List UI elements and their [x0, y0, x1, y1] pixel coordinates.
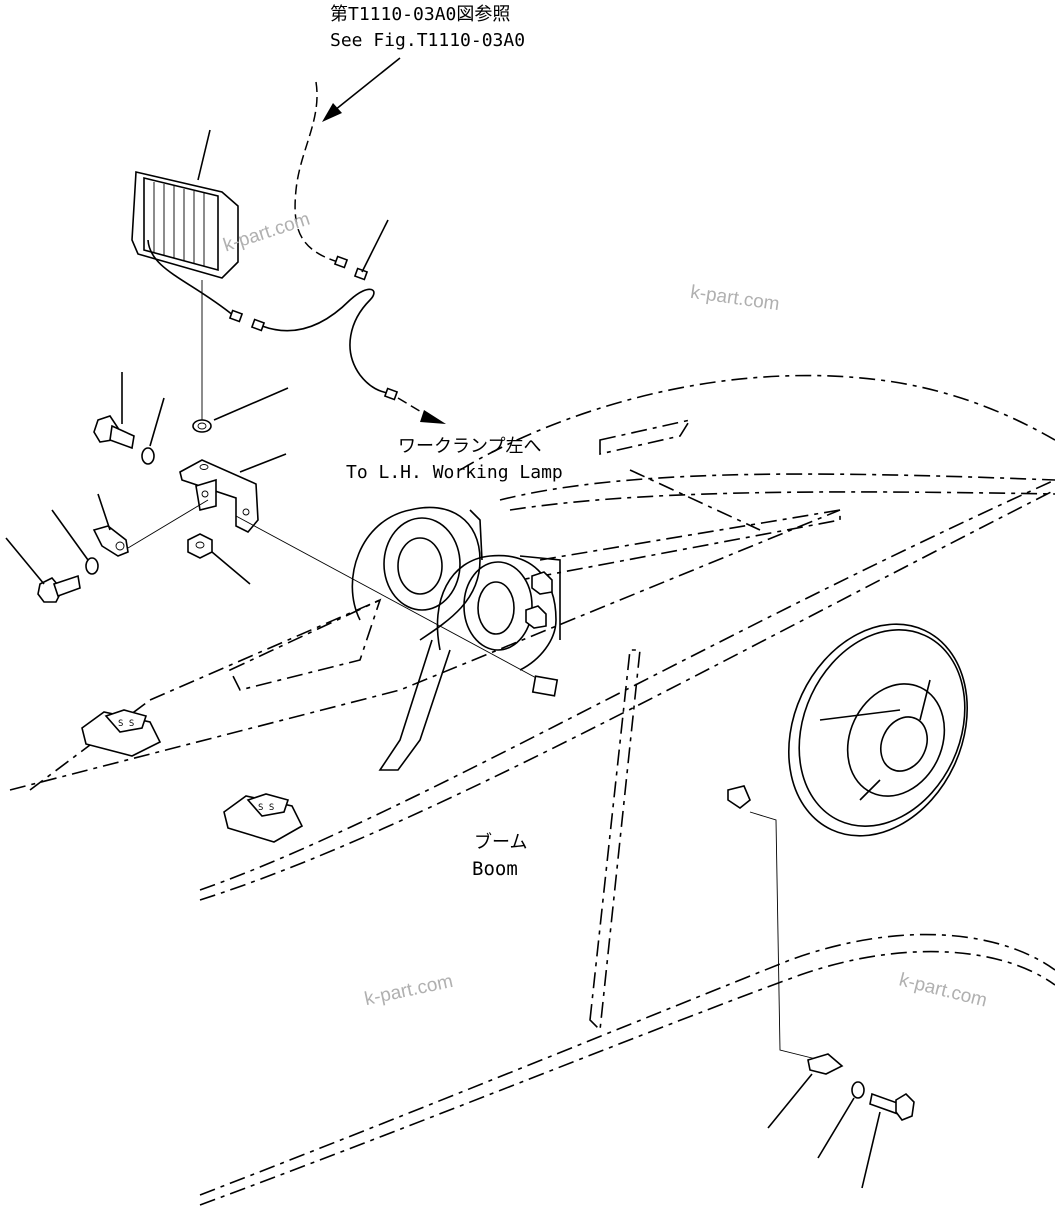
svg-text:S S: S S [118, 719, 134, 729]
reference-arrow [322, 57, 401, 122]
lamp-label-jp: ワークランプ左へ [398, 436, 542, 457]
clip-icon [92, 493, 209, 557]
reference-label-jp: 第T1110-03A0図参照 [330, 4, 511, 25]
boom-foot [351, 506, 561, 771]
clamp-block: S S [81, 709, 162, 757]
bracket-icon [179, 453, 287, 533]
nut-icon [187, 533, 251, 585]
boom-label-jp: ブーム [474, 832, 528, 853]
washer-icon [141, 397, 165, 465]
bolt-icon [5, 537, 81, 603]
work-lamp-icon [131, 129, 239, 279]
reference-label-en: See Fig.T1110-03A0 [330, 30, 526, 51]
clip-icon [807, 1053, 844, 1075]
connector-icon [727, 785, 751, 809]
harness-from-reference [294, 81, 339, 263]
nut-icon [192, 387, 289, 433]
boom-mount-pad [531, 675, 559, 697]
boom-outline [9, 374, 1055, 1206]
lamp-wiring [147, 219, 446, 424]
svg-text:S S: S S [258, 803, 274, 813]
bolt-icon [93, 372, 135, 450]
clamp-block: S S [223, 793, 304, 843]
washer-icon [851, 1081, 865, 1099]
washer-icon [51, 509, 99, 575]
cylinder-end [787, 623, 969, 837]
lamp-label-en: To L.H. Working Lamp [346, 462, 563, 483]
boom-label-en: Boom [472, 858, 518, 880]
lower-clip-assembly [727, 785, 915, 1189]
